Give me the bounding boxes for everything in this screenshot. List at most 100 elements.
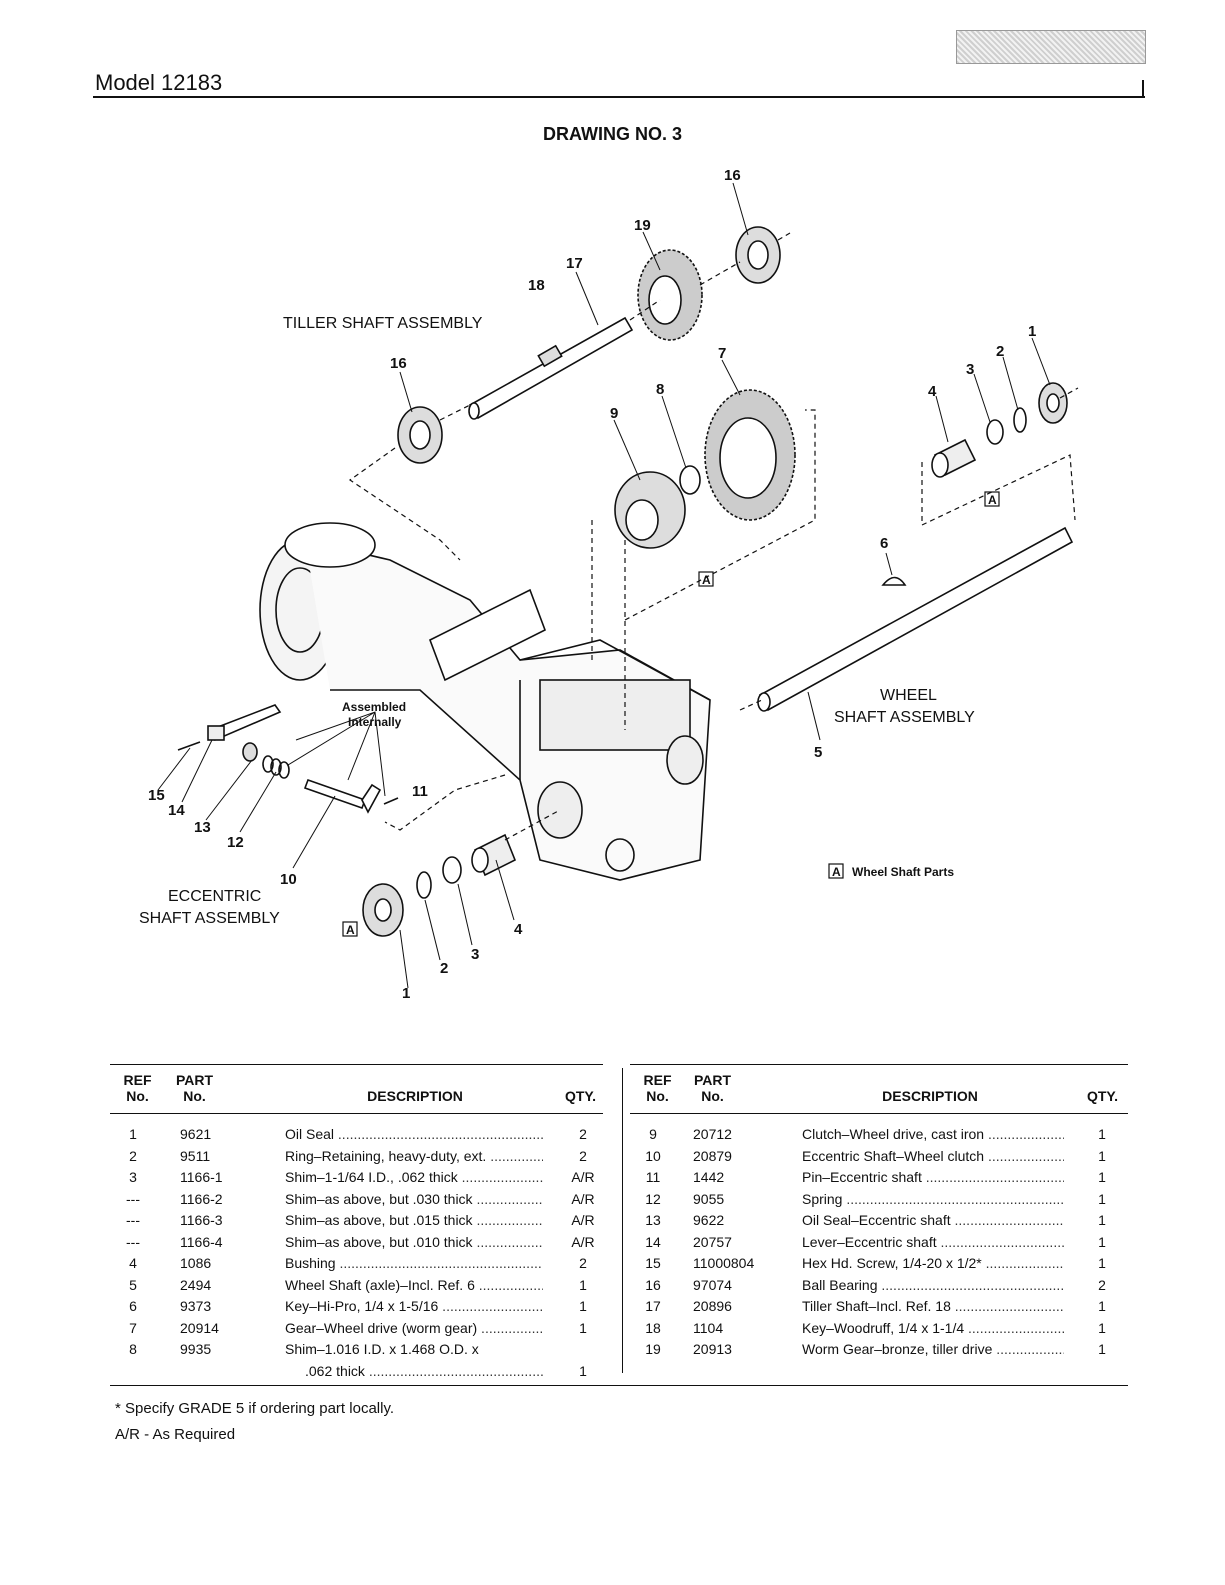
table-column-separator bbox=[622, 1068, 623, 1373]
exploded-parts-diagram: A A A A 16 19 17 18 16 7 8 9 1 2 3 4 6 5… bbox=[139, 167, 1079, 1002]
dot-leader: ........................................… bbox=[987, 1126, 1064, 1142]
part-description: Ring–Retaining, heavy-duty, ext. .......… bbox=[285, 1146, 543, 1167]
header-rule bbox=[93, 96, 1145, 98]
shim-8 bbox=[679, 465, 701, 495]
callout-19: 19 bbox=[634, 217, 651, 234]
part-quantity: 2 bbox=[1098, 1276, 1106, 1293]
table-top-rule bbox=[630, 1064, 1128, 1065]
dot-leader: ........................................… bbox=[996, 1341, 1064, 1357]
callout-7: 7 bbox=[718, 345, 726, 362]
ball-bearing-upper bbox=[735, 226, 781, 284]
part-number: 9373 bbox=[180, 1298, 212, 1314]
callout-10: 10 bbox=[280, 871, 297, 888]
legend-marker: A bbox=[832, 865, 841, 879]
callout-4-left: 4 bbox=[514, 921, 523, 938]
part-description: Gear–Wheel drive (worm gear) ...........… bbox=[285, 1318, 543, 1339]
callout-16-top: 16 bbox=[724, 167, 741, 184]
ref-number: 19 bbox=[645, 1341, 661, 1357]
header-qty: QTY. bbox=[1086, 1088, 1119, 1104]
note-grade: * Specify GRADE 5 if ordering part local… bbox=[115, 1400, 395, 1417]
dot-leader: ........................................… bbox=[476, 1212, 543, 1228]
part-number: 20712 bbox=[693, 1126, 732, 1142]
ref-number: 8 bbox=[129, 1341, 137, 1357]
callout-16-lower: 16 bbox=[390, 355, 407, 372]
part-description: Pin–Eccentric shaft ....................… bbox=[802, 1167, 1064, 1188]
part-number: 1166-4 bbox=[180, 1233, 223, 1250]
clutch-wheel-drive bbox=[614, 471, 686, 549]
ref-number: 17 bbox=[645, 1298, 661, 1314]
drawing-title: DRAWING NO. 3 bbox=[542, 124, 682, 144]
gear-wheel-drive bbox=[704, 389, 796, 521]
callout-3-left: 3 bbox=[471, 946, 479, 963]
bushing-left bbox=[471, 833, 517, 877]
part-description: Ball Bearing ...........................… bbox=[802, 1275, 1064, 1296]
part-quantity: 1 bbox=[1098, 1298, 1106, 1314]
part-quantity: 2 bbox=[579, 1147, 587, 1164]
part-quantity: 1 bbox=[579, 1362, 587, 1379]
part-quantity: 1 bbox=[1098, 1319, 1106, 1336]
ref-number: --- bbox=[126, 1212, 140, 1228]
shim-right bbox=[986, 419, 1004, 445]
part-quantity: 1 bbox=[1098, 1255, 1106, 1271]
part-description: Wheel Shaft (axle)–Incl. Ref. 6 ........… bbox=[285, 1275, 543, 1296]
ref-number: 4 bbox=[129, 1255, 137, 1271]
part-description: Oil Seal–Eccentric shaft ...............… bbox=[802, 1210, 1064, 1231]
part-description: Spring .................................… bbox=[802, 1189, 1064, 1210]
part-description: Shim–1.016 I.D. x 1.468 O.D. x bbox=[285, 1341, 479, 1357]
ref-number: 13 bbox=[645, 1212, 661, 1228]
callout-2-right: 2 bbox=[996, 343, 1004, 360]
part-quantity: 1 bbox=[1098, 1190, 1106, 1207]
eccentric-label-1: ECCENTRIC bbox=[168, 888, 261, 905]
transmission-housing bbox=[259, 522, 711, 881]
oil-seal-eccentric bbox=[242, 742, 258, 762]
dot-leader: ........................................… bbox=[442, 1298, 543, 1314]
table-bottom-rule bbox=[110, 1385, 1128, 1386]
dot-leader: ........................................… bbox=[925, 1169, 1064, 1185]
header-pattern-box bbox=[956, 30, 1146, 64]
shim-left bbox=[442, 856, 462, 884]
ref-number: 14 bbox=[645, 1233, 661, 1250]
part-quantity: 1 bbox=[579, 1319, 587, 1336]
marker-a-2: A bbox=[988, 493, 997, 507]
dot-leader: ........................................… bbox=[461, 1169, 543, 1185]
ref-number: 18 bbox=[645, 1319, 661, 1336]
callout-4-right: 4 bbox=[928, 383, 937, 400]
part-number: 20914 bbox=[180, 1319, 219, 1336]
tiller-shaft-label: TILLER SHAFT ASSEMBLY bbox=[283, 315, 483, 332]
marker-a-3: A bbox=[346, 923, 355, 937]
eccentric-shaft bbox=[303, 778, 382, 814]
callout-13: 13 bbox=[194, 819, 211, 836]
part-quantity: 1 bbox=[1098, 1169, 1106, 1185]
part-number: 9621 bbox=[180, 1126, 212, 1142]
part-number: 20757 bbox=[693, 1233, 732, 1250]
part-number: 1166-1 bbox=[180, 1169, 223, 1185]
callout-5: 5 bbox=[814, 744, 822, 761]
part-quantity: 1 bbox=[1098, 1147, 1106, 1164]
ref-number: 9 bbox=[649, 1126, 657, 1142]
assembled-label-1: Assembled bbox=[342, 700, 406, 714]
part-quantity: 1 bbox=[579, 1298, 587, 1314]
header-rule-tick bbox=[1142, 80, 1144, 97]
part-description: Shim–1-1/64 I.D., .062 thick ...........… bbox=[285, 1167, 543, 1188]
table-row: .062 thick .............................… bbox=[110, 1361, 603, 1382]
callout-12: 12 bbox=[227, 834, 244, 851]
dot-leader: ........................................… bbox=[337, 1126, 543, 1142]
callout-1-right: 1 bbox=[1028, 323, 1036, 340]
